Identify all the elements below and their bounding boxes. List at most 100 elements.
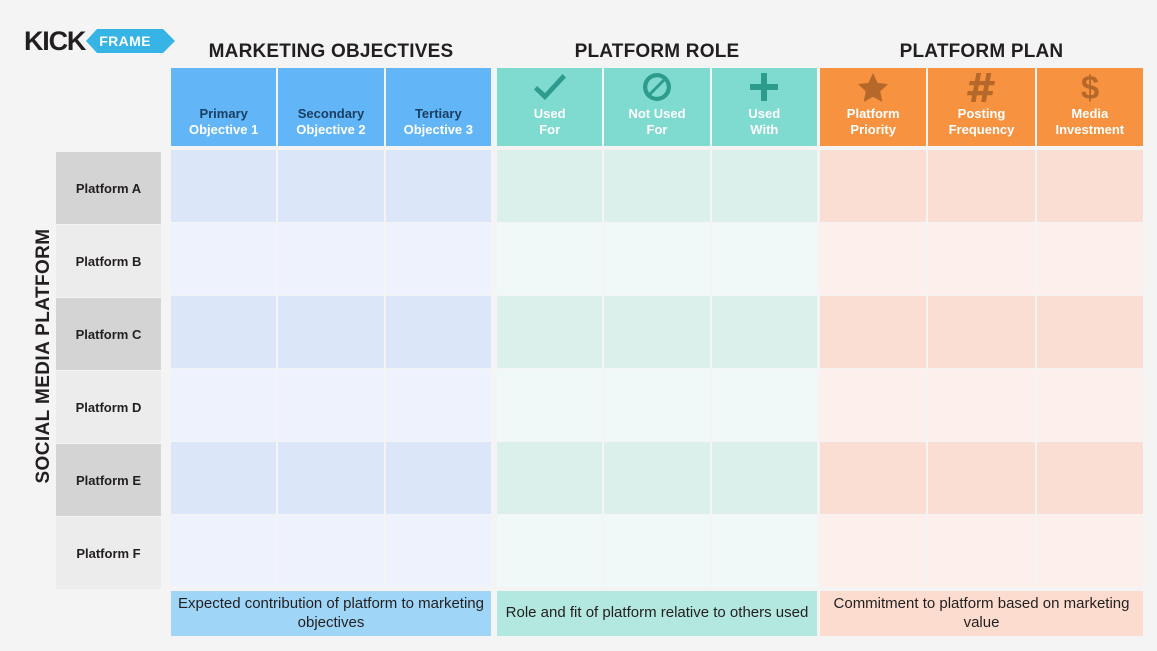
logo-kick-text: KICK xyxy=(24,25,86,56)
grid-cell[interactable] xyxy=(711,369,817,441)
grid-cell[interactable] xyxy=(604,223,710,295)
grid-cell[interactable] xyxy=(928,515,1035,587)
header-row-plan: Platform Priority Posting Frequency $ Me… xyxy=(820,68,1143,146)
grid-cell[interactable] xyxy=(711,223,817,295)
header-cell-tertiary-objective[interactable]: Tertiary Objective 3 xyxy=(385,68,491,146)
header-cell-media-investment[interactable]: $ Media Investment xyxy=(1036,68,1143,146)
grid-cell[interactable] xyxy=(278,442,384,514)
grid-cell[interactable] xyxy=(497,515,603,587)
grid-cell[interactable] xyxy=(497,150,603,222)
grid-cell[interactable] xyxy=(497,442,603,514)
grid-cell[interactable] xyxy=(278,150,384,222)
grid-cell[interactable] xyxy=(497,296,603,368)
grid-cell[interactable] xyxy=(385,515,491,587)
row-label-platform-c[interactable]: Platform C xyxy=(56,298,161,370)
grid-cell[interactable] xyxy=(171,369,277,441)
table-row xyxy=(497,223,817,295)
grid-cell[interactable] xyxy=(711,296,817,368)
grid-cell[interactable] xyxy=(497,369,603,441)
table-row xyxy=(497,296,817,368)
grid-cell[interactable] xyxy=(1036,369,1143,441)
grid-cell[interactable] xyxy=(385,223,491,295)
hash-icon xyxy=(928,68,1034,106)
header-cell-secondary-objective[interactable]: Secondary Objective 2 xyxy=(278,68,384,146)
chevron-badge-icon xyxy=(86,29,176,53)
blank-icon xyxy=(386,68,491,106)
header-cell-used-for[interactable]: Used For xyxy=(497,68,603,146)
grid-cell[interactable] xyxy=(1036,515,1143,587)
grid-cell[interactable] xyxy=(604,369,710,441)
row-label-platform-f[interactable]: Platform F xyxy=(56,517,161,589)
grid-cell[interactable] xyxy=(278,296,384,368)
header-line2: With xyxy=(750,121,779,137)
grid-cell[interactable] xyxy=(820,296,927,368)
grid-cell[interactable] xyxy=(171,515,277,587)
grid-cell[interactable] xyxy=(171,296,277,368)
grid-cell[interactable] xyxy=(711,442,817,514)
grid-cell[interactable] xyxy=(604,150,710,222)
grid-cell[interactable] xyxy=(928,223,1035,295)
header-line2: Priority xyxy=(850,121,896,137)
header-cell-posting-frequency[interactable]: Posting Frequency xyxy=(928,68,1035,146)
table-row xyxy=(171,223,491,295)
grid-cell[interactable] xyxy=(171,442,277,514)
table-row xyxy=(820,223,1143,295)
grid-cell[interactable] xyxy=(1036,150,1143,222)
prohibited-icon xyxy=(604,68,709,106)
grid-cell[interactable] xyxy=(497,223,603,295)
grid-cell[interactable] xyxy=(711,515,817,587)
header-cell-used-with[interactable]: Used With xyxy=(711,68,817,146)
grid-cell[interactable] xyxy=(385,150,491,222)
table-row xyxy=(171,150,491,222)
grid-cell[interactable] xyxy=(604,442,710,514)
plus-icon xyxy=(712,68,817,106)
grid-cell[interactable] xyxy=(928,150,1035,222)
grid-cell[interactable] xyxy=(820,515,927,587)
header-line1: Secondary xyxy=(297,106,365,122)
header-row-marketing: Primary Objective 1 Secondary Objective … xyxy=(171,68,491,146)
grid-cell[interactable] xyxy=(1036,442,1143,514)
table-row xyxy=(820,442,1143,514)
section-marketing-objectives: MARKETING OBJECTIVES Primary Objective 1… xyxy=(171,41,491,636)
section-title-marketing: MARKETING OBJECTIVES xyxy=(208,41,454,62)
grid-cell[interactable] xyxy=(1036,223,1143,295)
row-label-platform-b[interactable]: Platform B xyxy=(56,225,161,297)
table-row xyxy=(497,515,817,587)
grid-cell[interactable] xyxy=(385,442,491,514)
section-footer-role: Role and fit of platform relative to oth… xyxy=(497,591,817,636)
grid-cell[interactable] xyxy=(820,369,927,441)
grid-cell[interactable] xyxy=(820,442,927,514)
body-grid-marketing xyxy=(171,150,491,587)
header-cell-platform-priority[interactable]: Platform Priority xyxy=(820,68,927,146)
header-cell-not-used-for[interactable]: Not Used For xyxy=(604,68,710,146)
row-label-platform-a[interactable]: Platform A xyxy=(56,152,161,224)
grid-cell[interactable] xyxy=(171,150,277,222)
grid-cell[interactable] xyxy=(928,369,1035,441)
header-cell-primary-objective[interactable]: Primary Objective 1 xyxy=(171,68,277,146)
grid-cell[interactable] xyxy=(928,442,1035,514)
grid-cell[interactable] xyxy=(604,296,710,368)
grid-cell[interactable] xyxy=(820,150,927,222)
logo-frame-text: FRAME xyxy=(99,33,151,49)
header-line1: Posting xyxy=(957,106,1006,122)
grid-cell[interactable] xyxy=(278,515,384,587)
grid-cell[interactable] xyxy=(820,223,927,295)
grid-cell[interactable] xyxy=(1036,296,1143,368)
header-row-role: Used For Not Used For Used With xyxy=(497,68,817,146)
checkmark-icon xyxy=(497,68,602,106)
table-row xyxy=(171,515,491,587)
section-title-plan: PLATFORM PLAN xyxy=(899,41,1064,62)
table-row xyxy=(171,296,491,368)
table-row xyxy=(171,369,491,441)
row-label-platform-e[interactable]: Platform E xyxy=(56,444,161,516)
star-icon xyxy=(820,68,926,106)
grid-cell[interactable] xyxy=(711,150,817,222)
grid-cell[interactable] xyxy=(385,296,491,368)
grid-cell[interactable] xyxy=(928,296,1035,368)
row-label-platform-d[interactable]: Platform D xyxy=(56,371,161,443)
grid-cell[interactable] xyxy=(278,223,384,295)
grid-cell[interactable] xyxy=(171,223,277,295)
grid-cell[interactable] xyxy=(385,369,491,441)
grid-cell[interactable] xyxy=(278,369,384,441)
grid-cell[interactable] xyxy=(604,515,710,587)
